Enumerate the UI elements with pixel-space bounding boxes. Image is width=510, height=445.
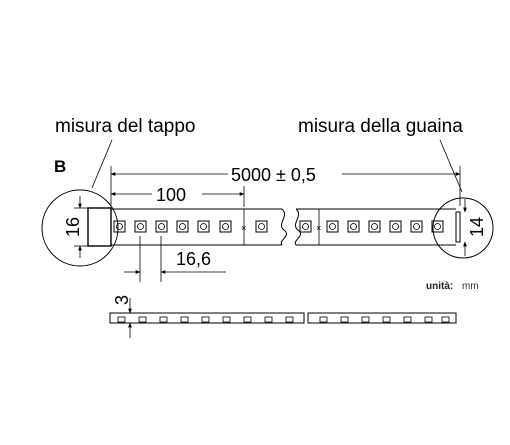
strip-side-view — [109, 312, 457, 324]
segment-length-label: 100 — [156, 185, 186, 205]
section-letter: B — [54, 157, 66, 176]
sheath-leader-line — [439, 139, 463, 193]
cap-leader-line — [91, 139, 113, 189]
svg-text:×: × — [316, 223, 321, 233]
end-cap — [87, 207, 112, 247]
sheath-end — [455, 211, 461, 243]
strip-top-view — [111, 208, 456, 246]
led-row-left: × — [113, 220, 268, 233]
cap-height-label: 16 — [63, 217, 83, 237]
unit-value: mm — [462, 281, 479, 292]
total-length-label: 5000 ± 0,5 — [231, 165, 316, 185]
unit-label: unità: — [426, 281, 453, 292]
thickness-label: 3 — [112, 295, 132, 305]
sheath-height-label: 14 — [467, 217, 487, 237]
sheath-size-label: misura della guaina — [298, 116, 463, 137]
cap-detail-circle — [41, 189, 119, 267]
led-pitch-label: 16,6 — [176, 249, 211, 269]
sheath-detail-circle — [432, 197, 494, 259]
led-row-right: × — [299, 220, 444, 233]
svg-text:×: × — [241, 223, 246, 233]
cap-size-label: misura del tappo — [55, 116, 195, 137]
